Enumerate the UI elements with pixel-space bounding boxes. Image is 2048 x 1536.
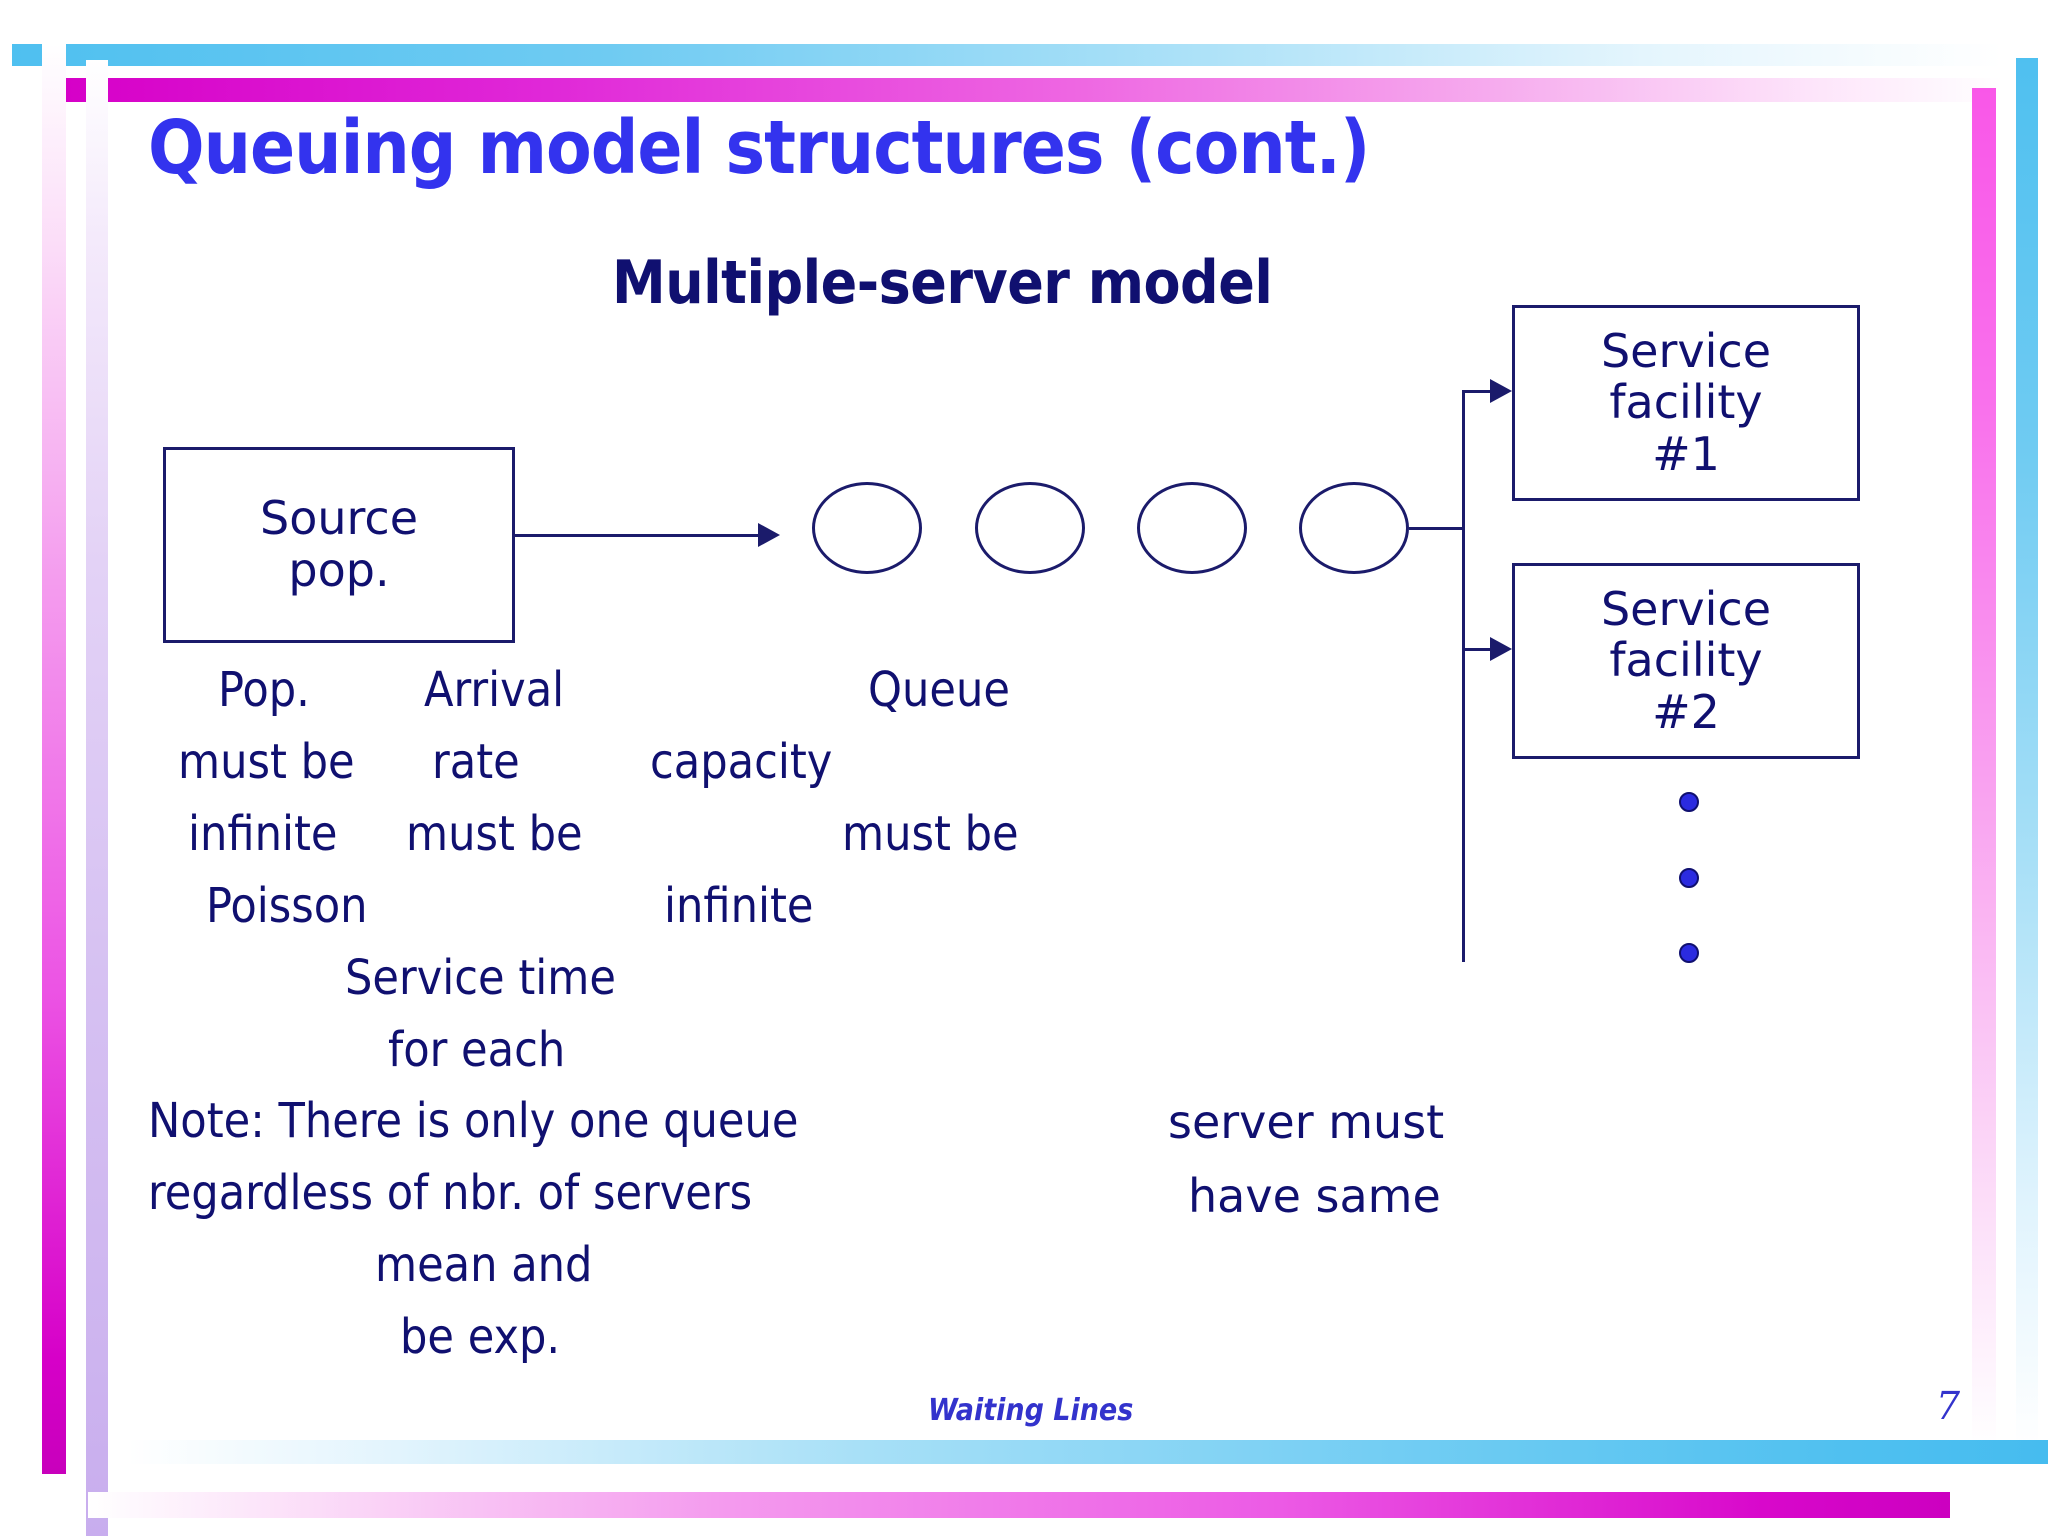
source-population-box: Source pop. <box>163 447 515 643</box>
facility2-line-1: Service <box>1600 581 1771 636</box>
bottom-magenta-accent-bar <box>88 1492 1950 1518</box>
annotation-population-line-1: Pop. <box>218 662 310 718</box>
facility1-line-1: Service <box>1600 323 1771 378</box>
annotation-queue-line-2: capacity <box>650 734 833 790</box>
top-magenta-accent-bar <box>64 78 2002 102</box>
ellipsis-dot-icon <box>1679 868 1699 888</box>
annotation-population-line-3: infinite <box>188 806 338 862</box>
right-magenta-accent-bar <box>1972 88 1996 1448</box>
annotation-service-time-line-5: mean and <box>375 1237 593 1293</box>
trunk-to-facility2-line <box>1462 648 1500 651</box>
right-blue-accent-bar <box>2016 58 2038 1448</box>
facility1-line-2: facility <box>1609 375 1763 430</box>
bottom-blue-accent-bar <box>128 1440 2048 1464</box>
source-to-queue-arrow-icon <box>758 523 780 547</box>
annotation-service-time-line-2: for each <box>388 1022 566 1078</box>
queue-circle <box>1299 482 1409 574</box>
annotation-population-line-2: must be <box>178 734 355 790</box>
queue-circle <box>975 482 1085 574</box>
source-to-queue-line <box>515 534 765 537</box>
facility2-line-3: #2 <box>1652 684 1720 739</box>
annotation-arrival-line-3: must be <box>406 806 583 862</box>
facility1-arrow-icon <box>1490 379 1512 403</box>
annotation-queue-line-4: infinite <box>664 878 814 934</box>
top-blue-accent-bar <box>12 44 2002 66</box>
annotation-service-time-line-3: server must <box>1168 1095 1445 1149</box>
footer-label: Waiting Lines <box>928 1393 1134 1428</box>
annotation-service-time-line-6: be exp. <box>400 1309 561 1365</box>
trunk-to-facility1-line <box>1462 390 1500 393</box>
annotation-service-time-line-1: Service time <box>345 950 616 1006</box>
source-box-line-2: pop. <box>288 543 390 597</box>
slide-title: Queuing model structures (cont.) <box>148 105 1370 191</box>
ellipsis-dot-icon <box>1679 943 1699 963</box>
facility1-line-3: #1 <box>1652 426 1720 481</box>
source-box-line-1: Source <box>260 491 418 546</box>
facility2-arrow-icon <box>1490 637 1512 661</box>
service-facility-1-box: Service facility #1 <box>1512 305 1860 501</box>
queue-circle <box>812 482 922 574</box>
annotation-service-time-line-4: have same <box>1188 1169 1441 1223</box>
page-number: 7 <box>1935 1384 1960 1428</box>
left-lavender-accent-bar <box>86 60 108 1536</box>
annotation-queue-line-3: must be <box>842 806 1019 862</box>
server-branch-trunk-line <box>1462 390 1465 962</box>
annotation-arrival-line-2: rate <box>432 734 520 790</box>
facility2-line-2: facility <box>1609 633 1763 688</box>
queue-to-trunk-line <box>1409 527 1465 530</box>
note-line-2: regardless of nbr. of servers <box>148 1165 753 1221</box>
annotation-queue-line-1: Queue <box>868 662 1010 718</box>
left-magenta-accent-bar <box>42 44 66 1474</box>
service-facility-2-box: Service facility #2 <box>1512 563 1860 759</box>
queue-circle <box>1137 482 1247 574</box>
note-line-1: Note: There is only one queue <box>148 1093 799 1149</box>
slide-subtitle: Multiple-server model <box>612 248 1273 318</box>
annotation-arrival-line-1: Arrival <box>424 662 565 718</box>
annotation-population-line-4: Poisson <box>206 878 368 934</box>
ellipsis-dot-icon <box>1679 792 1699 812</box>
